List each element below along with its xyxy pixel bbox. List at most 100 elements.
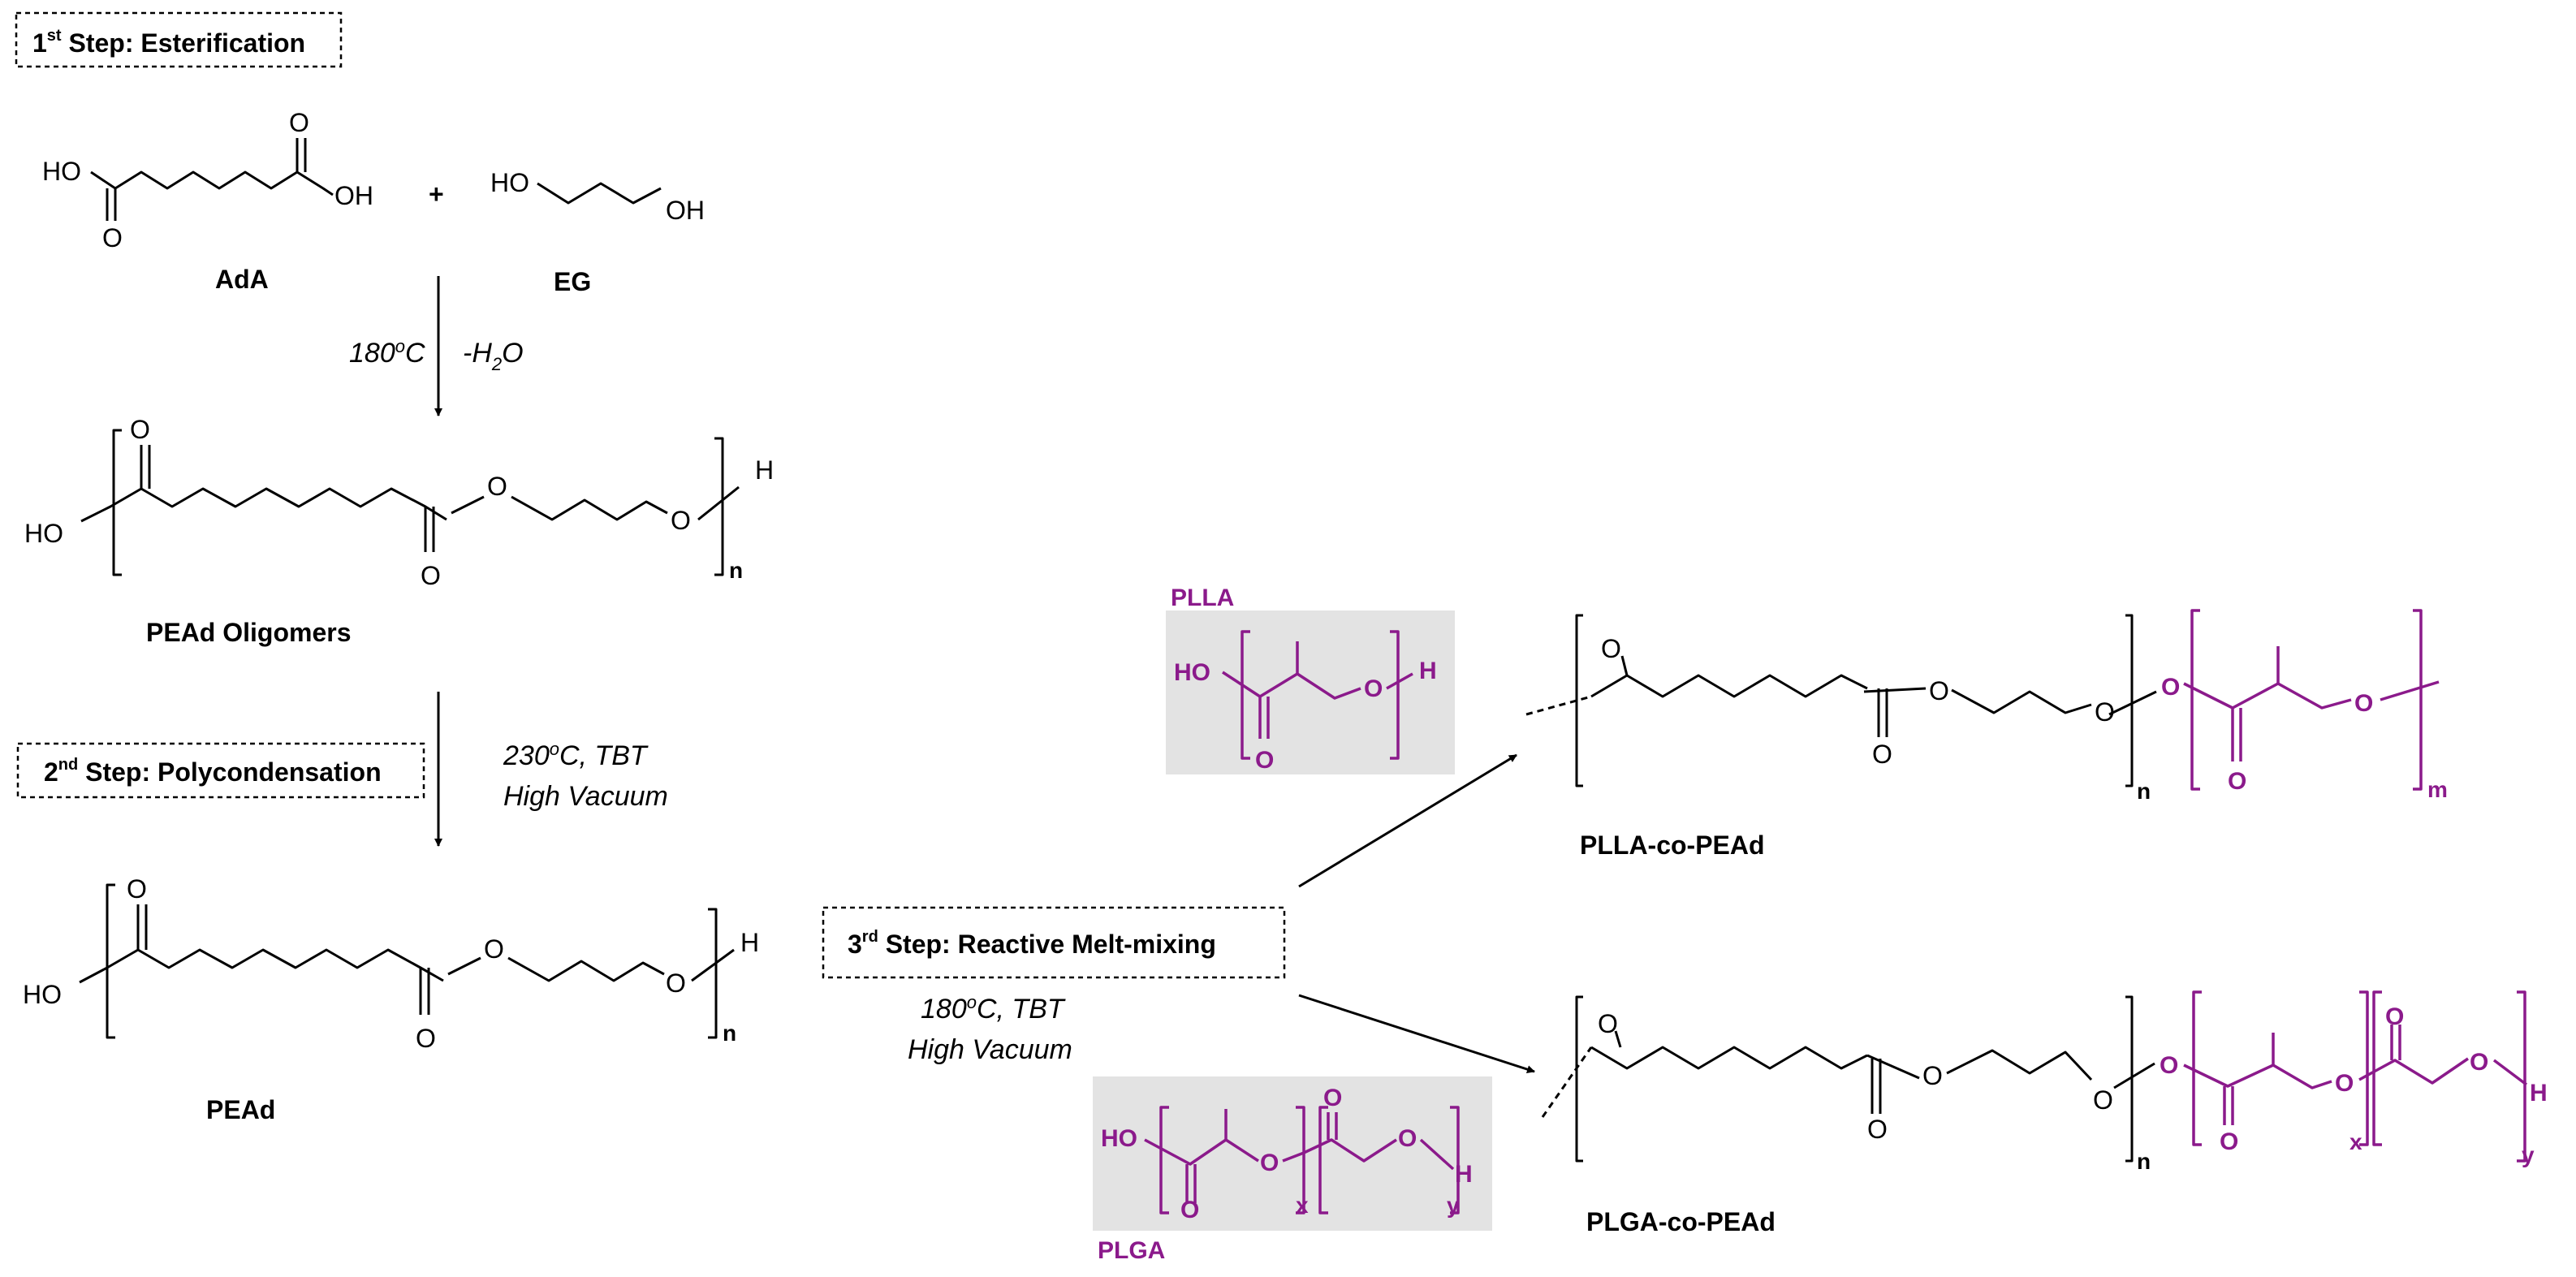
pead-o-ether: O (666, 969, 686, 998)
oligo-o-top: O (130, 415, 150, 444)
plga-o-carbonyl: O (1180, 1197, 1199, 1223)
adipic-acid-structure: HO O OH O (42, 108, 373, 252)
svg-text:180oC, TBT: 180oC, TBT (921, 992, 1066, 1025)
pead-o-bottom: O (416, 1024, 436, 1053)
plga-co-pead-label: PLGA-co-PEAd (1586, 1207, 1776, 1236)
plla-h: H (1419, 658, 1437, 684)
svg-text:1st Step: Esterification: 1st Step: Esterification (32, 27, 305, 58)
plga-h: H (1455, 1161, 1473, 1188)
arrow-to-plga-co-pead (1298, 994, 1535, 1073)
plga-y: y (1447, 1193, 1460, 1218)
plga-reagent: HO O O O O H x y PLGA (1093, 1076, 1492, 1264)
plla-co-o-ether: O (2095, 697, 2115, 727)
svg-text:230oC, TBT: 230oC, TBT (503, 739, 649, 771)
plla-co-pead-label: PLLA-co-PEAd (1580, 830, 1765, 860)
plga-co-o-ester: O (1922, 1061, 1943, 1090)
plla-co-n: n (2137, 779, 2151, 804)
svg-text:-H2O: -H2O (463, 338, 524, 374)
plga-co-o-lactide-carbonyl: O (2220, 1128, 2238, 1155)
cond1-unit: C (405, 338, 425, 369)
plga-box (1093, 1076, 1492, 1231)
step1-title-box (15, 11, 343, 68)
pead-n: n (723, 1020, 736, 1046)
oligomers-label: PEAd Oligomers (146, 618, 352, 647)
plga-co-o-glycolide-carbonyl: O (2385, 1003, 2404, 1030)
step1-title: 1st Step: Esterification (15, 11, 343, 68)
cond3-rest: C, TBT (977, 994, 1066, 1025)
cond1-temp: 180 (349, 338, 395, 369)
ada-ho: HO (42, 157, 81, 186)
step3-sup: rd (862, 928, 878, 946)
oligo-o-ester: O (487, 472, 507, 501)
plla-reagent: PLLA HO O O H (1166, 585, 1455, 774)
plla-co-o-lactide: O (2354, 690, 2373, 717)
oligo-o-ether: O (671, 506, 691, 535)
eg-label: EG (554, 267, 591, 296)
plla-o: O (1364, 675, 1383, 702)
plga-label: PLGA (1098, 1237, 1165, 1264)
step3-title: 3rd Step: Reactive Melt-mixing (822, 906, 1286, 979)
cond3-sup: o (967, 992, 977, 1012)
svg-text:180oC: 180oC (349, 336, 425, 369)
plla-box (1166, 610, 1455, 774)
arrow-to-plla-co-pead (1298, 753, 1517, 888)
svg-text:3rd Step: Reactive Melt-mixing: 3rd Step: Reactive Melt-mixing (848, 928, 1216, 959)
plla-co-pead-structure: O O O O n O O O m (1525, 609, 2448, 804)
cond1-water-suffix: O (502, 338, 523, 369)
ada-label: AdA (215, 265, 269, 294)
step3-prefix: 3 (848, 930, 862, 959)
ada-oh: OH (334, 181, 373, 210)
step1-sup: st (47, 27, 62, 45)
eg-oh: OH (666, 196, 705, 225)
plla-ho: HO (1174, 659, 1210, 686)
pead-oligomers-structure: HO O O O O H n (24, 415, 774, 590)
plga-o-ester: O (1260, 1150, 1279, 1176)
plga-co-n: n (2137, 1149, 2151, 1174)
cond2-temp: 230 (503, 740, 550, 771)
pead-o-ester: O (484, 934, 504, 964)
plga-co-x: x (2349, 1129, 2362, 1154)
plla-co-o-top: O (1601, 634, 1621, 663)
cond3-temp: 180 (921, 994, 967, 1025)
plga-o-top: O (1323, 1085, 1342, 1111)
plga-x: x (1296, 1193, 1309, 1218)
cond1-water-prefix: -H (463, 338, 492, 369)
pead-o-top: O (127, 874, 147, 904)
ada-o-bottom: O (102, 223, 123, 252)
plga-ho: HO (1101, 1125, 1137, 1152)
step2-sup: nd (58, 756, 78, 774)
eg-ho: HO (490, 168, 529, 197)
step1-rest: Step: Esterification (62, 28, 306, 58)
plga-co-o-carbonyl: O (1867, 1115, 1888, 1144)
pead-ho: HO (23, 980, 62, 1009)
step2-rest: Step: Polycondensation (78, 757, 381, 787)
step1-prefix: 1 (32, 28, 47, 58)
plla-co-o-ester: O (1929, 676, 1949, 705)
cond2-sup: o (550, 739, 559, 759)
plga-co-o-glycolide: O (2470, 1049, 2488, 1076)
step3-rest: Step: Reactive Melt-mixing (878, 930, 1216, 959)
plga-co-y: y (2522, 1142, 2535, 1167)
plla-co-o-lactide-carbonyl: O (2228, 768, 2246, 795)
svg-text:2nd Step: Polycondensation: 2nd Step: Polycondensation (44, 756, 382, 787)
plga-co-o-top: O (1598, 1009, 1618, 1038)
cond1-water-sub: 2 (491, 354, 502, 374)
ethylene-glycol-structure: HO OH (490, 168, 705, 225)
plla-co-m: m (2427, 777, 2448, 802)
oligo-ho: HO (24, 519, 63, 548)
step2-prefix: 2 (44, 757, 58, 787)
plla-co-o-carbonyl: O (1872, 740, 1892, 769)
plga-co-h: H (2530, 1080, 2548, 1107)
plga-o-ether: O (1398, 1125, 1417, 1152)
cond2-rest: C, TBT (559, 740, 649, 771)
pead-label: PEAd (206, 1095, 275, 1124)
plus-sign: + (429, 179, 444, 209)
plga-co-o-ether: O (2093, 1085, 2113, 1115)
cond1-sup: o (395, 336, 405, 356)
plla-co-o-link: O (2161, 674, 2180, 701)
oligo-h: H (755, 455, 774, 485)
step2-title-box (16, 742, 425, 799)
pead-structure: HO O O O O H n (23, 874, 759, 1053)
plga-co-o-lactide: O (2335, 1070, 2354, 1097)
